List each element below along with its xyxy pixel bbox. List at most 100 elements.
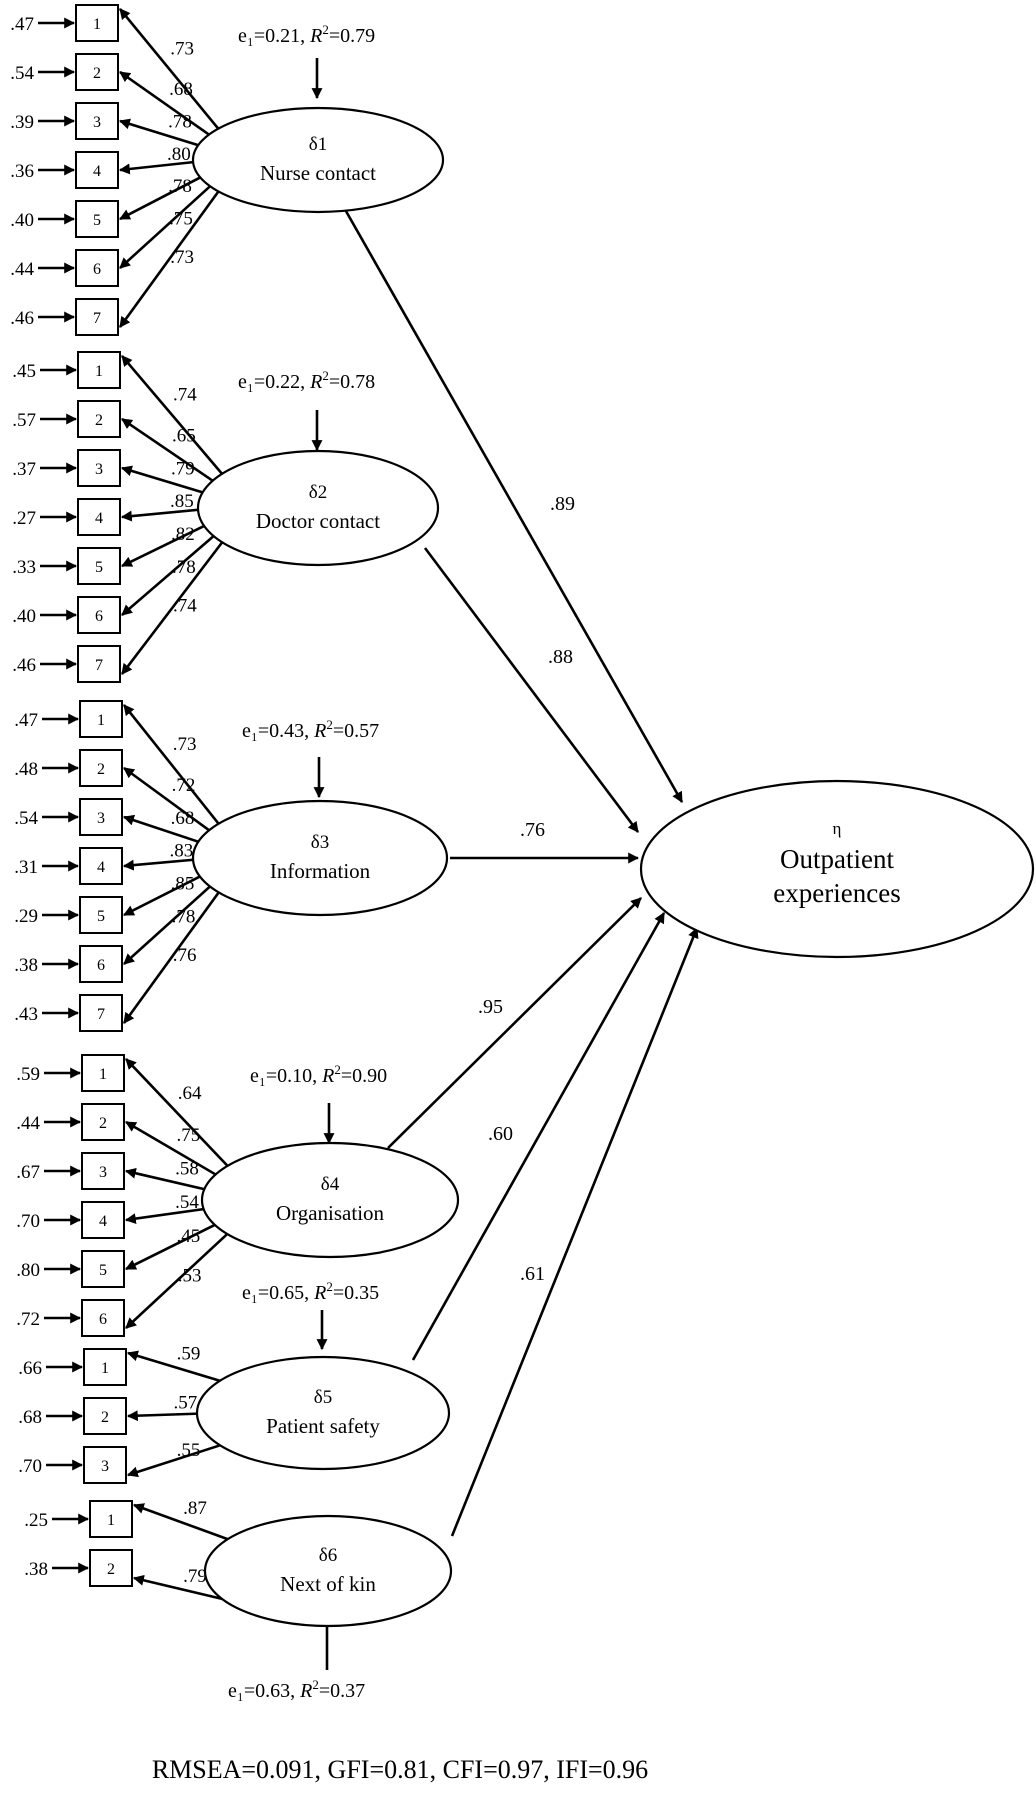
loading-value-5-1: .59 <box>177 1343 201 1364</box>
loading-value-5-3: .55 <box>177 1440 201 1461</box>
latent-ellipse-2 <box>196 449 440 567</box>
r-squared-value-4: =0.90 <box>341 1065 387 1087</box>
loading-arrow-3-2 <box>123 766 220 839</box>
model-fit-indices: RMSEA=0.091, GFI=0.81, CFI=0.97, IFI=0.9… <box>152 1755 648 1784</box>
indicator-number-3-5: 5 <box>97 908 105 925</box>
loading-value-3-5: .85 <box>171 873 195 894</box>
indicator-box-1-7 <box>75 298 119 336</box>
indicator-box-6-2 <box>89 1549 133 1587</box>
indicator-number-3-6: 6 <box>97 957 105 974</box>
latent-name-5: Patient safety <box>266 1414 380 1438</box>
loading-arrow-4-6 <box>125 1230 232 1329</box>
error-variance-2-6: .40 <box>12 606 36 627</box>
loading-value-4-3: .58 <box>175 1159 199 1180</box>
indicator-number-4-5: 5 <box>99 1262 107 1279</box>
latent-ellipse-1 <box>191 106 445 214</box>
loading-arrow-5-1 <box>126 1350 226 1384</box>
r-squared-superscript-3: 2 <box>326 717 333 732</box>
loading-arrow-3-1 <box>122 704 222 828</box>
indicator-number-3-2: 2 <box>97 761 105 778</box>
indicator-number-2-3: 3 <box>95 461 103 478</box>
r-squared-symbol-3: R <box>313 720 326 742</box>
r-squared-superscript-5: 2 <box>326 1279 333 1294</box>
r-squared-superscript-2: 2 <box>322 368 329 383</box>
error-variance-5-1: .66 <box>18 1358 42 1379</box>
indicator-number-5-2: 2 <box>101 1409 109 1426</box>
latent-stats-5: e₁=0.65, R2=0.35 <box>242 1279 379 1304</box>
indicator-box-5-1 <box>83 1348 127 1386</box>
latent-symbol-6: δ6 <box>319 1545 337 1566</box>
loading-value-6-2: .79 <box>183 1566 207 1587</box>
error-variance-1-5: .40 <box>10 210 34 231</box>
error-variance-6-2: .38 <box>24 1559 48 1580</box>
loading-arrow-1-6 <box>119 178 219 269</box>
r-squared-superscript-4: 2 <box>334 1062 341 1077</box>
indicator-box-2-7 <box>77 645 121 683</box>
indicator-box-5-2 <box>83 1397 127 1435</box>
loading-value-1-7: .73 <box>170 247 194 268</box>
indicator-box-3-6 <box>79 945 123 983</box>
loading-arrow-4-1 <box>125 1058 232 1170</box>
error-variance-4-2: .44 <box>16 1113 40 1134</box>
loading-arrow-6-2 <box>132 1574 233 1603</box>
error-variance-1-4: .36 <box>10 161 34 182</box>
r-squared-value-5: =0.35 <box>333 1282 379 1304</box>
loading-arrow-4-5 <box>125 1217 228 1271</box>
indicator-box-3-7 <box>79 994 123 1032</box>
error-variance-4-6: .72 <box>16 1309 40 1330</box>
error-variance-5-2: .68 <box>18 1407 42 1428</box>
path-coefficient-5: .60 <box>488 1123 513 1145</box>
latent-ellipse-6 <box>203 1514 453 1628</box>
error-variance-1-3: .39 <box>10 112 34 133</box>
r-squared-value-6: =0.37 <box>319 1680 365 1702</box>
indicator-number-3-1: 1 <box>97 712 105 729</box>
indicator-box-2-4 <box>77 498 121 536</box>
loading-value-2-1: .74 <box>173 385 197 406</box>
indicator-box-3-5 <box>79 896 123 934</box>
outcome-ellipse <box>639 779 1035 959</box>
loading-value-6-1: .87 <box>183 1498 207 1519</box>
indicator-number-4-2: 2 <box>99 1115 107 1132</box>
indicator-number-1-2: 2 <box>93 65 101 82</box>
indicator-box-2-5 <box>77 547 121 585</box>
latent-ellipse-5 <box>195 1355 451 1471</box>
loading-value-4-2: .75 <box>176 1125 200 1146</box>
indicator-number-4-1: 1 <box>99 1066 107 1083</box>
indicator-number-6-1: 1 <box>107 1512 115 1529</box>
loading-value-2-7: .74 <box>173 595 197 616</box>
error-variance-3-6: .38 <box>14 955 38 976</box>
structural-path-2 <box>423 547 640 833</box>
error-variance-4-1: .59 <box>16 1064 40 1085</box>
indicator-number-1-1: 1 <box>93 16 101 33</box>
loading-value-2-6: .78 <box>172 557 196 578</box>
loading-value-2-3: .79 <box>171 458 195 479</box>
loading-value-4-6: .53 <box>178 1265 202 1286</box>
structural-path-6 <box>450 926 699 1537</box>
loading-arrow-3-7 <box>122 888 222 1024</box>
error-variance-4-5: .80 <box>16 1260 40 1281</box>
error-variance-3-5: .29 <box>14 906 38 927</box>
residual-error-1: e₁=0.21, <box>238 25 310 47</box>
loading-arrow-2-6 <box>121 527 223 616</box>
r-squared-value-1: =0.79 <box>329 25 375 47</box>
loading-value-3-6: .78 <box>172 906 196 927</box>
error-variance-2-3: .37 <box>12 459 36 480</box>
error-variance-3-4: .31 <box>14 857 38 878</box>
indicator-box-4-3 <box>81 1152 125 1190</box>
loading-value-3-2: .72 <box>172 775 196 796</box>
loading-value-1-1: .73 <box>170 38 194 59</box>
indicator-number-1-5: 5 <box>93 212 101 229</box>
latent-stats-4: e₁=0.10, R2=0.90 <box>250 1062 387 1087</box>
indicator-box-3-1 <box>79 700 123 738</box>
error-variance-2-7: .46 <box>12 655 36 676</box>
indicator-box-4-1 <box>81 1054 125 1092</box>
indicator-box-2-1 <box>77 351 121 389</box>
diagram-shapes <box>75 4 1035 1628</box>
outcome-symbol: η <box>833 819 842 838</box>
path-coefficient-3: .76 <box>520 819 545 841</box>
error-variance-3-1: .47 <box>14 710 38 731</box>
latent-name-2: Doctor contact <box>256 509 380 533</box>
path-coefficient-2: .88 <box>548 646 573 668</box>
error-variance-2-2: .57 <box>12 410 36 431</box>
